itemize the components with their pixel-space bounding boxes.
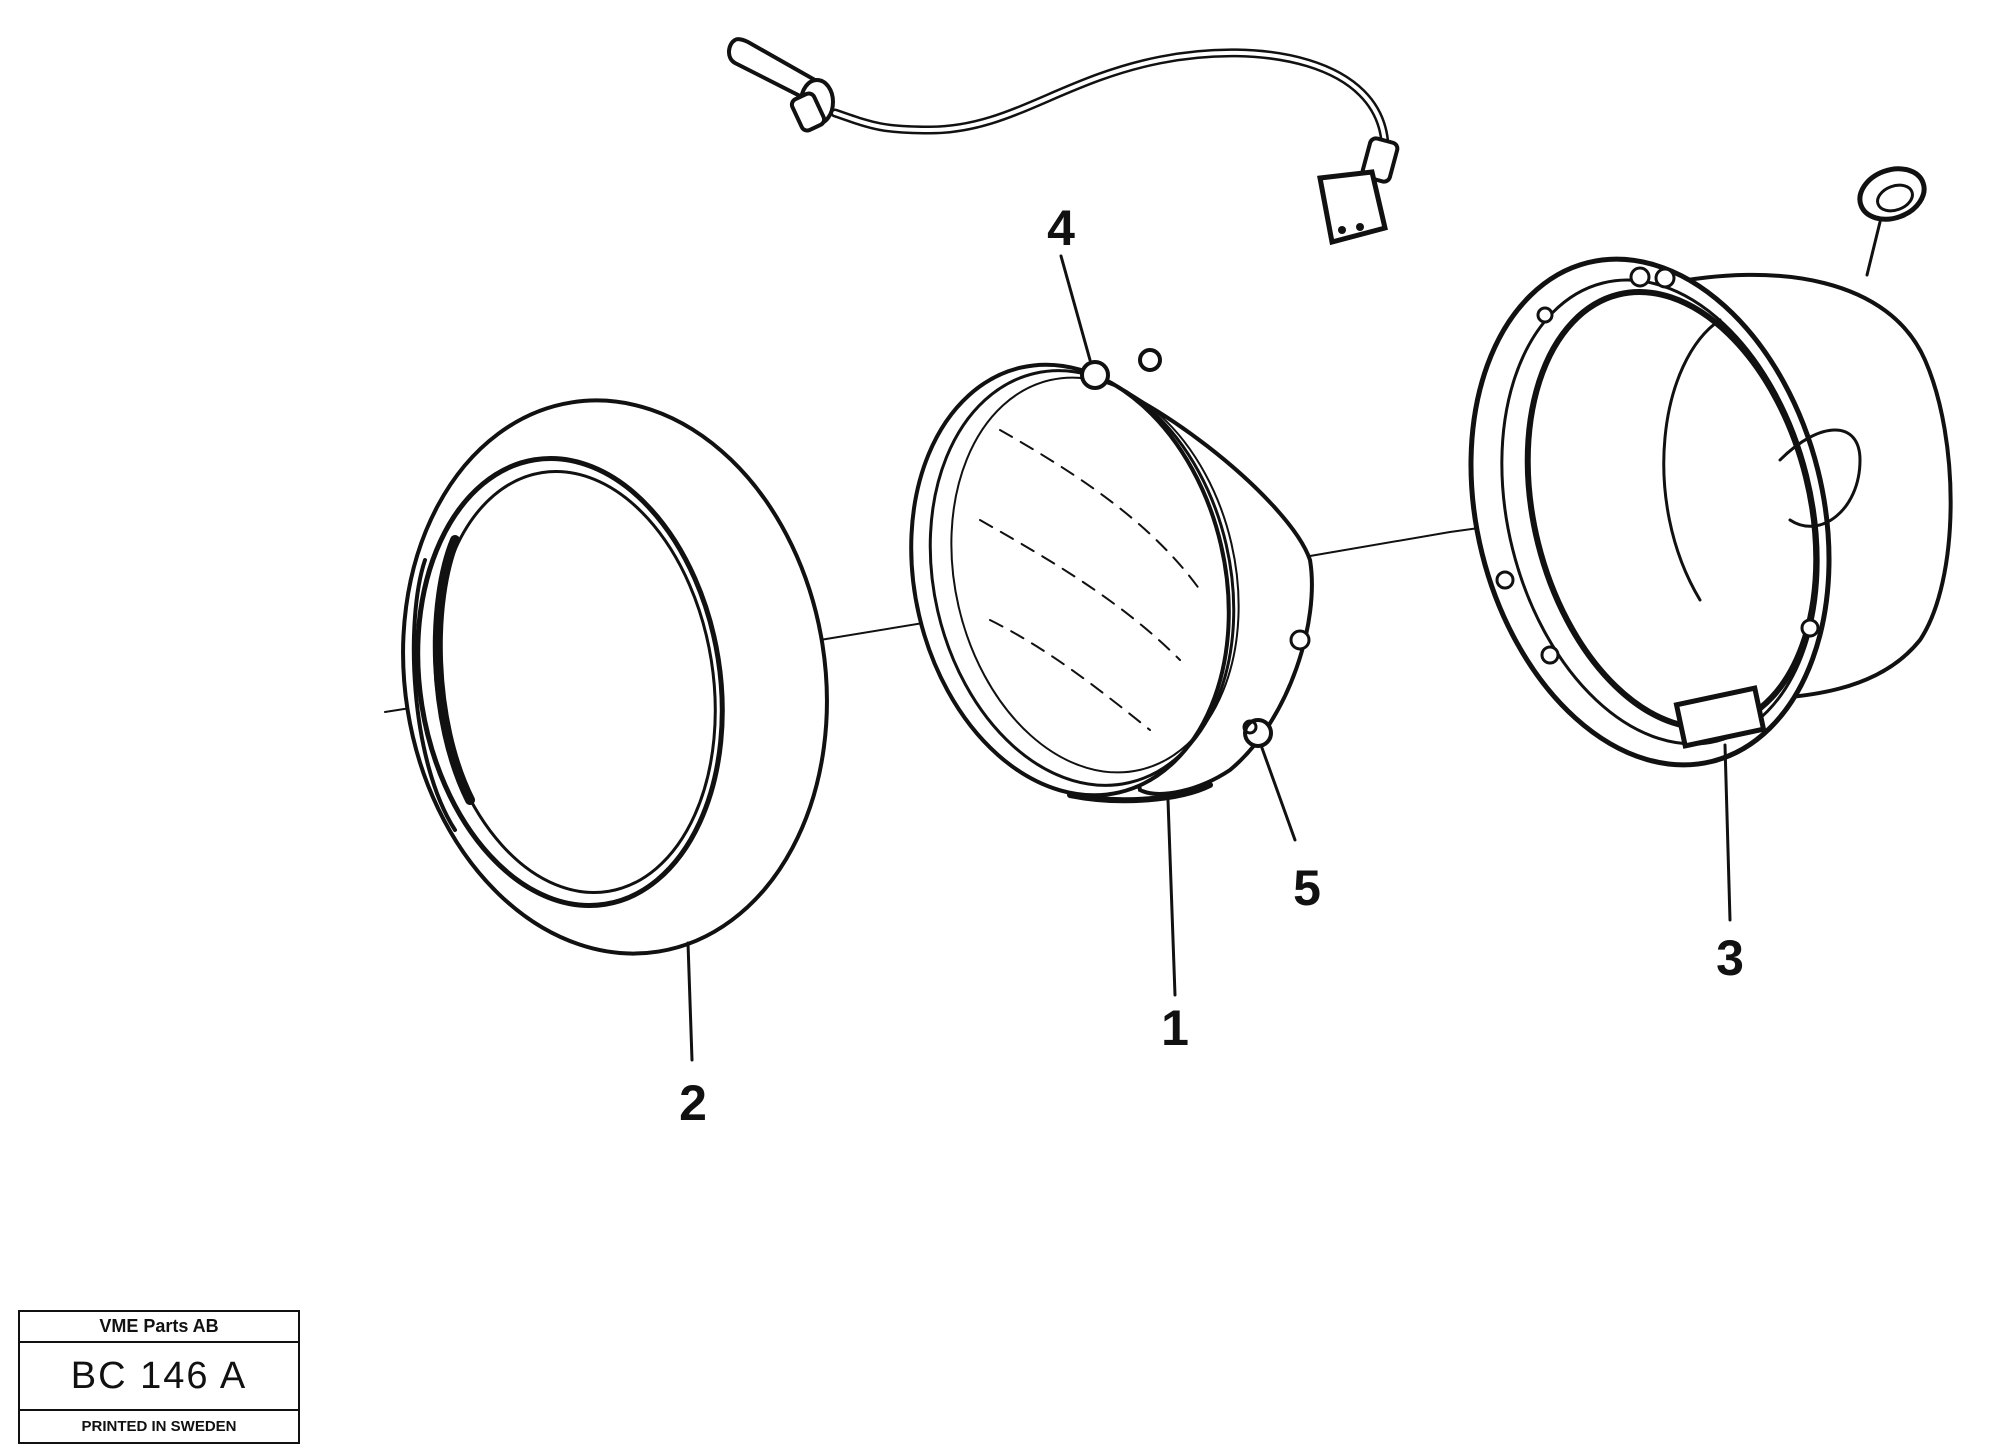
callout-2: 2 (679, 1075, 707, 1131)
cable-probe-end (727, 37, 835, 133)
title-block-printed-note: PRINTED IN SWEDEN (81, 1418, 237, 1435)
adjusting-screw-part-5 (1242, 718, 1273, 748)
leader-lines (686, 220, 1882, 1062)
lamp-housing-part-3 (1468, 166, 1953, 768)
callout-5: 5 (1293, 860, 1321, 916)
callout-4: 4 (1047, 200, 1075, 256)
adjusting-screw-part-4 (1080, 348, 1162, 390)
cable-harness (727, 37, 1400, 246)
grommet (1857, 166, 1927, 222)
callout-1: 1 (1161, 1000, 1189, 1056)
title-block: VME Parts AB BC 146 A PRINTED IN SWEDEN (18, 1310, 300, 1444)
callout-3: 3 (1716, 930, 1744, 986)
lamp-insert-part-1 (909, 348, 1314, 804)
cable-connector-plug (1317, 136, 1400, 246)
rim-ring-part-2 (401, 398, 829, 956)
title-block-company: VME Parts AB (20, 1312, 298, 1343)
title-block-drawing-code: BC 146 A (20, 1343, 298, 1411)
callout-numbers: 1 2 3 4 5 (679, 200, 1744, 1131)
